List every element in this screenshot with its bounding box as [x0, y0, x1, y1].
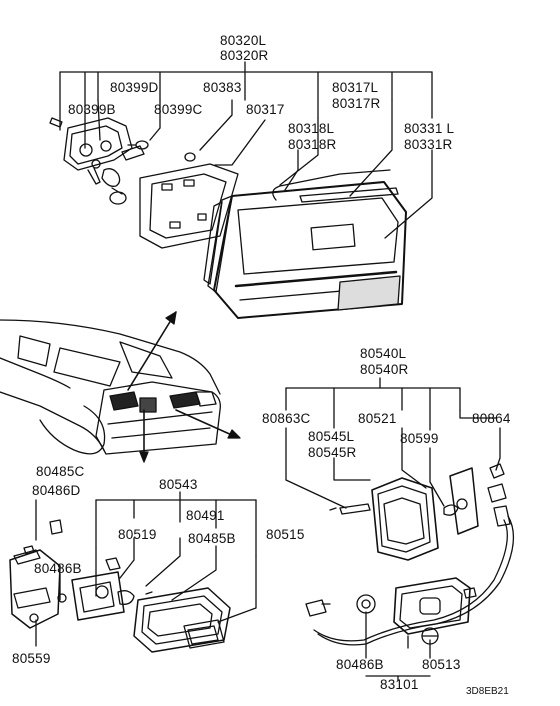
part-label-80486B-left: 80486B	[34, 561, 82, 576]
part-label-80383: 80383	[203, 80, 242, 95]
part-label-80491: 80491	[186, 508, 225, 523]
licence-lamp-right	[305, 463, 514, 646]
licence-lamp-left	[9, 519, 231, 653]
part-label-80331L: 80331 L	[404, 121, 455, 136]
part-label-80318R: 80318R	[288, 137, 337, 152]
part-label-80318L: 80318L	[288, 121, 335, 136]
part-label-80320L: 80320L	[220, 33, 267, 48]
leader-lines-left	[35, 491, 257, 647]
part-label-80317: 80317	[246, 102, 285, 117]
part-label-80515: 80515	[266, 527, 305, 542]
part-label-80543: 80543	[159, 477, 198, 492]
gasket	[139, 163, 239, 249]
leader-lines-right	[285, 377, 501, 681]
socket-bracket-group	[49, 117, 196, 205]
part-label-80559: 80559	[12, 651, 51, 666]
part-label-80540R: 80540R	[360, 362, 409, 377]
part-label-80863C: 80863C	[262, 411, 311, 426]
part-label-80317L: 80317L	[332, 80, 379, 95]
part-label-80599: 80599	[400, 431, 439, 446]
part-label-80519: 80519	[118, 527, 157, 542]
figure-code: 3D8EB21	[466, 686, 509, 697]
car-illustration	[0, 319, 221, 455]
part-label-80331R: 80331R	[404, 137, 453, 152]
part-label-80317R: 80317R	[332, 96, 381, 111]
part-label-80486B-right: 80486B	[336, 657, 384, 672]
part-label-83101: 83101	[380, 677, 419, 692]
part-label-80399D: 80399D	[110, 80, 159, 95]
part-label-80485C: 80485C	[36, 464, 85, 479]
rear-combination-lamp	[203, 169, 407, 319]
part-label-80485B: 80485B	[188, 531, 236, 546]
part-label-80521: 80521	[358, 411, 397, 426]
part-label-80545R: 80545R	[308, 445, 357, 460]
part-label-80864: 80864	[472, 411, 511, 426]
callout-arrows	[127, 311, 241, 463]
part-label-80486D: 80486D	[32, 483, 81, 498]
part-label-80399B: 80399B	[68, 102, 116, 117]
leader-lines-top	[59, 61, 433, 239]
part-label-80540L: 80540L	[360, 346, 407, 361]
part-label-80320R: 80320R	[220, 48, 269, 63]
part-label-80545L: 80545L	[308, 429, 355, 444]
part-label-80513: 80513	[422, 657, 461, 672]
part-label-80399C: 80399C	[154, 102, 203, 117]
